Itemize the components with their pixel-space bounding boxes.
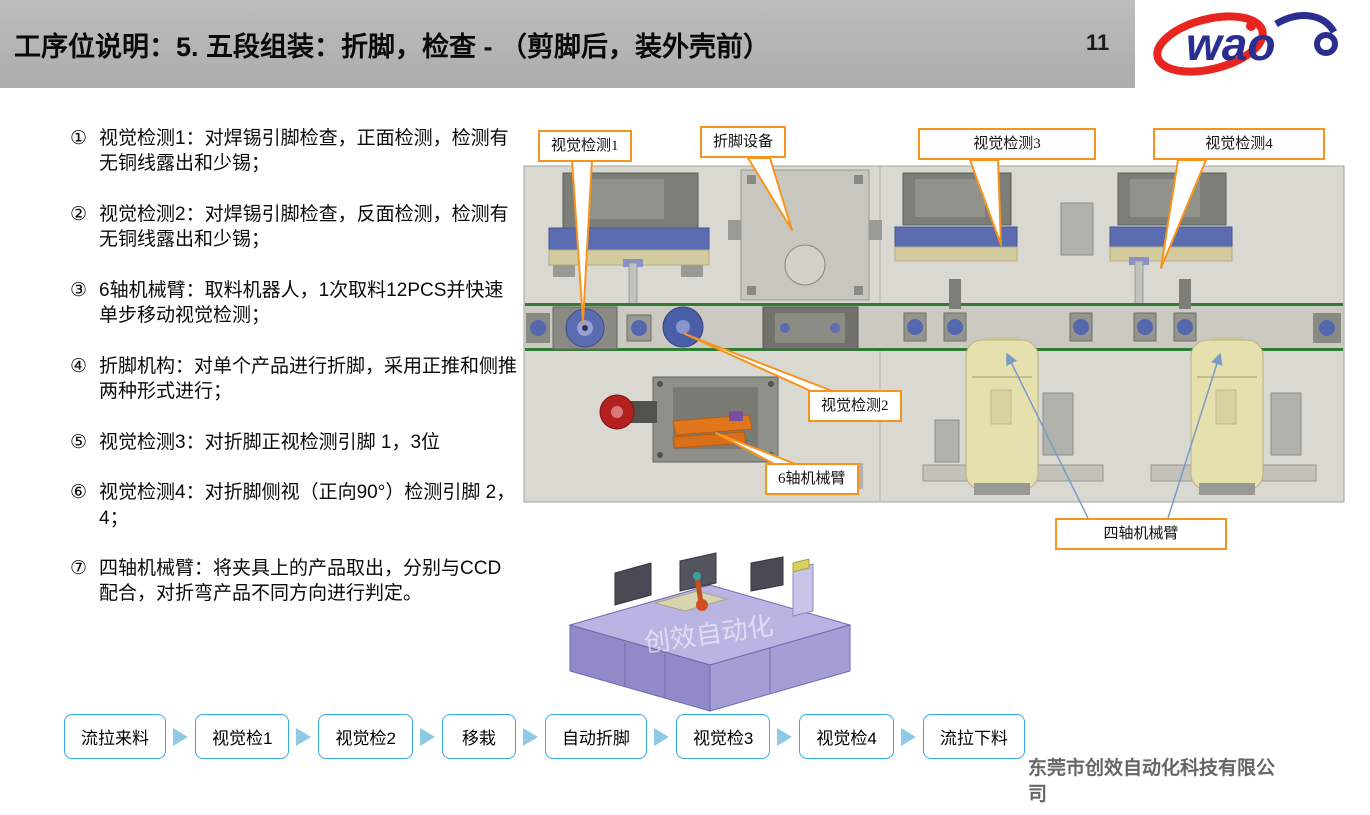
page-number: 11 bbox=[1086, 30, 1110, 55]
step-number: ⑥ bbox=[70, 482, 88, 504]
flow-arrow-icon bbox=[522, 727, 538, 746]
step-number: ③ bbox=[70, 279, 88, 301]
step-text: 6轴机械臂：取料机器人，1次取料12PCS并快速单步移动视觉检测； bbox=[99, 279, 504, 327]
flow-node-incoming: 流拉来料 bbox=[64, 714, 166, 759]
step-number: ⑤ bbox=[70, 431, 88, 453]
step-number: ① bbox=[70, 128, 88, 149]
step-text: 视觉检测3：对折脚正视检测引脚 1，3位 bbox=[99, 431, 441, 453]
page-title-suffix: （剪脚后，装外壳前） bbox=[500, 31, 771, 62]
logo-text: wao bbox=[1186, 18, 1275, 70]
step-text: 视觉检测2：对焊锡引脚检查，反面检测，检测有无铜线露出和少锡； bbox=[99, 203, 509, 251]
callout-vision-1: 视觉检测1 bbox=[538, 130, 632, 162]
flow-node-transfer: 移栽 bbox=[441, 714, 516, 759]
machine-top-view bbox=[523, 165, 1345, 503]
step-number: ② bbox=[70, 203, 88, 225]
flow-node-vision-2: 视觉检2 bbox=[318, 714, 413, 759]
step-text: 四轴机械臂：将夹具上的产品取出，分别与CCD配合，对折弯产品不同方向进行判定。 bbox=[99, 557, 502, 605]
flow-node-vision-3: 视觉检3 bbox=[675, 714, 771, 759]
step-text: 视觉检测4：对折脚侧视（正向90°）检测引脚 2，4； bbox=[99, 482, 516, 529]
step-item-1: ① 视觉检测1：对焊锡引脚检查，正面检测，检测有无铜线露出和少锡； bbox=[70, 126, 518, 177]
callout-bender: 折脚设备 bbox=[700, 126, 787, 158]
machine-3d-render: 创效自动化 bbox=[568, 552, 852, 712]
flow-arrow-icon bbox=[419, 727, 435, 746]
step-item-6: ⑥ 视觉检测4：对折脚侧视（正向90°）检测引脚 2，4； bbox=[70, 480, 518, 531]
process-flow-chart: 流拉来料 视觉检1 视觉检2 移栽 自动折脚 视觉检3 视觉检4 流拉下料 bbox=[64, 714, 1025, 759]
step-item-3: ③ 6轴机械臂：取料机器人，1次取料12PCS并快速单步移动视觉检测； bbox=[70, 278, 518, 329]
callout-vision-4: 视觉检测4 bbox=[1153, 128, 1325, 160]
company-logo-icon: wao bbox=[1153, 12, 1338, 76]
header-bar: 工序位说明：5. 五段组装：折脚，检查 - （剪脚后，装外壳前） bbox=[0, 0, 1135, 88]
step-number: ④ bbox=[70, 355, 88, 377]
callout-6-axis-robot: 6轴机械臂 bbox=[765, 463, 859, 495]
flow-arrow-icon bbox=[173, 727, 188, 746]
company-name: 东莞市创效自动化科技有限公司 bbox=[1028, 758, 1276, 805]
flow-node-outgoing: 流拉下料 bbox=[922, 714, 1025, 759]
step-number: ⑦ bbox=[70, 557, 88, 579]
page-title-main: 工序位说明：5. 五段组装：折脚，检查 - bbox=[14, 31, 501, 62]
step-item-2: ② 视觉检测2：对焊锡引脚检查，反面检测，检测有无铜线露出和少锡； bbox=[70, 202, 518, 253]
flow-node-auto-bend: 自动折脚 bbox=[544, 714, 647, 759]
flow-arrow-icon bbox=[653, 727, 669, 746]
step-text: 折脚机构：对单个产品进行折脚，采用正推和侧推两种形式进行； bbox=[99, 355, 518, 403]
step-item-7: ⑦ 四轴机械臂：将夹具上的产品取出，分别与CCD配合，对折弯产品不同方向进行判定… bbox=[70, 556, 518, 607]
flow-node-vision-4: 视觉检4 bbox=[799, 714, 894, 759]
company-logo: wao bbox=[1148, 4, 1348, 82]
flow-node-vision-1: 视觉检1 bbox=[195, 714, 290, 759]
callout-vision-3: 视觉检测3 bbox=[918, 128, 1096, 160]
process-steps-list: ① 视觉检测1：对焊锡引脚检查，正面检测，检测有无铜线露出和少锡； ② 视觉检测… bbox=[70, 126, 518, 632]
callout-vision-2: 视觉检测2 bbox=[808, 390, 902, 422]
flow-arrow-icon bbox=[296, 727, 312, 746]
flow-arrow-icon bbox=[777, 727, 793, 746]
machine-layout-diagram: 视觉检测1 折脚设备 视觉检测3 视觉检测4 视觉检测2 6轴机械臂 四轴机械臂 bbox=[520, 108, 1350, 578]
callout-4-axis-robot: 四轴机械臂 bbox=[1055, 518, 1227, 550]
flow-arrow-icon bbox=[900, 727, 916, 746]
step-item-5: ⑤ 视觉检测3：对折脚正视检测引脚 1，3位 bbox=[70, 430, 518, 455]
step-item-4: ④ 折脚机构：对单个产品进行折脚，采用正推和侧推两种形式进行； bbox=[70, 354, 518, 405]
step-text: 视觉检测1：对焊锡引脚检查，正面检测，检测有无铜线露出和少锡； bbox=[99, 128, 509, 175]
page-title: 工序位说明：5. 五段组装：折脚，检查 - （剪脚后，装外壳前） bbox=[0, 25, 770, 64]
